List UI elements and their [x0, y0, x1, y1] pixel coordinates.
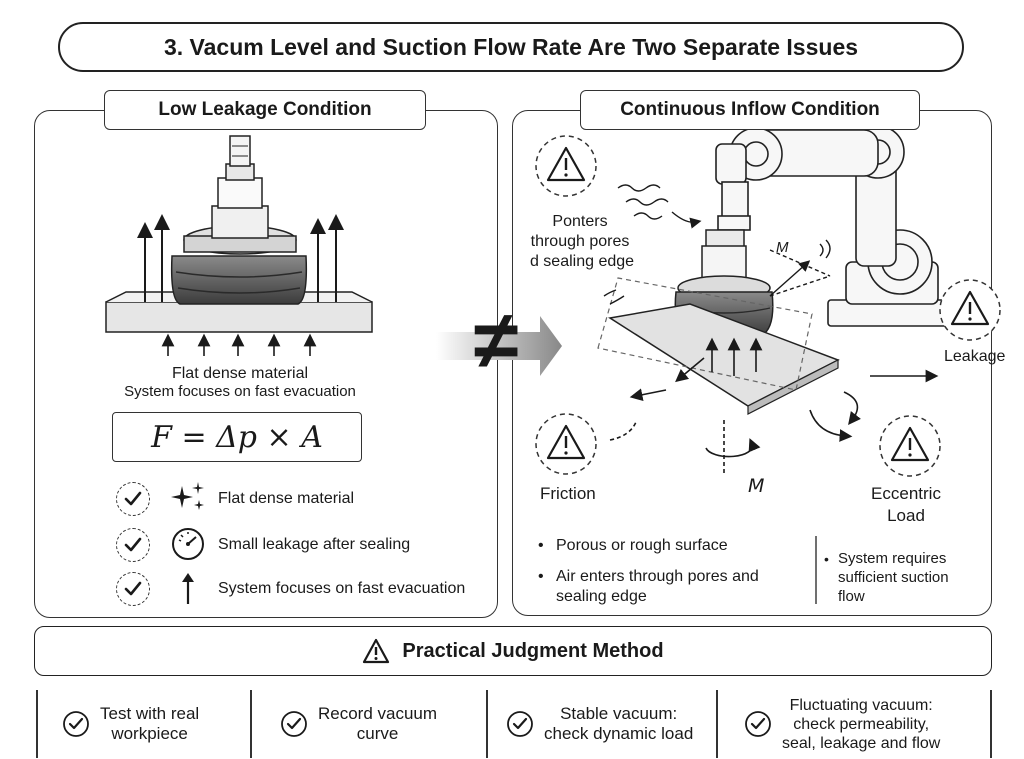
- warning-icon: [879, 415, 941, 477]
- leakage-label: Leakage: [944, 348, 1006, 365]
- moment-label-top: M: [776, 239, 789, 256]
- step-label: Fluctuating vacuum:check permeability,se…: [782, 696, 941, 752]
- small-up-arrows: [161, 333, 317, 356]
- pores-label-line3: d sealing edge: [529, 253, 635, 270]
- check-circle-icon: [507, 711, 533, 737]
- step-divider: [250, 690, 252, 758]
- page-title: 3. Vacum Level and Suction Flow Rate Are…: [58, 22, 964, 72]
- check-icon: [116, 482, 150, 516]
- warning-icon: [535, 413, 597, 475]
- warning-icon: [535, 135, 597, 197]
- moment-vector: [769, 239, 831, 297]
- method-title: Practical Judgment Method: [402, 639, 664, 662]
- eccentric-label-line2: Load: [887, 506, 925, 525]
- step-stable-vacuum: Stable vacuum:check dynamic load: [506, 692, 693, 756]
- warning-icon: [363, 638, 390, 664]
- low-leakage-tag: Low Leakage Condition: [104, 90, 426, 130]
- tilted-workpiece: [597, 277, 840, 415]
- step-divider: [716, 690, 718, 758]
- feature-label: System focuses on fast evacuation: [218, 580, 466, 597]
- step-divider: [990, 690, 992, 758]
- not-equal-arrow: [436, 316, 562, 376]
- feature-label: Flat dense material: [218, 490, 355, 507]
- bullet-air-line2: sealing edge: [556, 588, 647, 605]
- step-divider: [36, 690, 38, 758]
- check-circle-icon: [745, 711, 771, 737]
- right-airflow-arrows: [629, 337, 939, 402]
- sparkle-icon: [168, 480, 208, 516]
- check-circle-icon: [281, 711, 307, 737]
- bullet-dot: •: [538, 568, 544, 585]
- gauge-icon: [170, 526, 206, 562]
- friction-label: Friction: [540, 484, 596, 503]
- step-fluctuating-vacuum: Fluctuating vacuum:check permeability,se…: [744, 692, 940, 756]
- caption-material: Flat dense material: [171, 365, 309, 382]
- not-equal-symbol: ≠: [473, 295, 519, 386]
- left-suction-cup: [105, 135, 373, 333]
- bullet-system-line2: sufficient suction: [838, 569, 949, 586]
- caption-evacuation: System focuses on fast evacuation: [124, 383, 356, 400]
- bullet-air-line1: Air enters through pores and: [556, 568, 759, 585]
- pores-label-line2: through pores: [530, 233, 630, 250]
- continuous-inflow-tag: Continuous Inflow Condition: [580, 90, 920, 130]
- pores-label-line1: Ponters: [552, 213, 608, 230]
- bullet-system-line1: System requires: [838, 550, 947, 567]
- bullet-porous: Porous or rough surface: [556, 537, 728, 554]
- robot-arm: [715, 125, 957, 327]
- eccentric-label-line1: Eccentric: [871, 484, 941, 503]
- left-panel: [34, 110, 498, 618]
- warning-icon: [939, 279, 1001, 341]
- bullet-system-line3: flow: [838, 588, 865, 605]
- airflow-up-arrows: [137, 214, 344, 302]
- up-arrow-icon: [178, 572, 198, 606]
- step-divider: [486, 690, 488, 758]
- method-bar: Practical Judgment Method: [34, 626, 992, 676]
- check-icon: [116, 528, 150, 562]
- rotation-arrow: [609, 391, 861, 474]
- feature-label: Small leakage after sealing: [218, 536, 411, 553]
- moment-label-bottom: M: [748, 475, 765, 497]
- check-circle-icon: [63, 711, 89, 737]
- check-icon: [116, 572, 150, 606]
- bullet-dot: •: [824, 551, 829, 567]
- wavy-air-lines: [603, 184, 702, 305]
- step-label: Stable vacuum:check dynamic load: [544, 704, 694, 743]
- force-formula: F = Δp × A: [112, 412, 362, 462]
- bullet-dot: •: [538, 537, 544, 554]
